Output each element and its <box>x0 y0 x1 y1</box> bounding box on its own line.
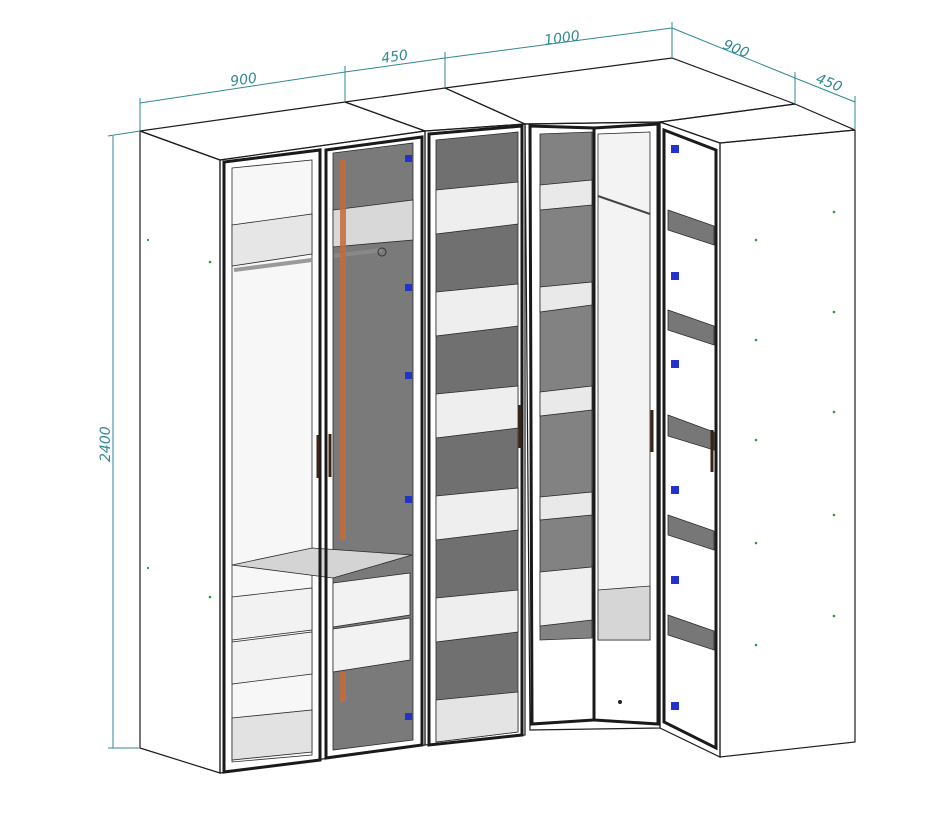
hinge-icon <box>405 155 412 162</box>
dimension-lines <box>107 22 856 749</box>
hinge-icon <box>671 145 679 153</box>
door-right-open[interactable] <box>662 127 718 751</box>
dim-label-450-top: 450 <box>380 47 409 67</box>
hinge-icon <box>671 576 679 584</box>
hinge-icon <box>671 486 679 494</box>
drawer <box>231 587 313 641</box>
section-middle-shelves <box>424 123 526 747</box>
door-left-b[interactable] <box>324 135 424 760</box>
hinge-icon <box>671 272 679 280</box>
hinge-icon <box>405 372 412 379</box>
hinge-icon <box>405 713 412 720</box>
door-left-a[interactable] <box>222 148 322 774</box>
right-side-panel <box>719 129 856 758</box>
hinge-icon <box>405 496 412 503</box>
drawer <box>332 572 411 628</box>
rail-strip <box>340 160 346 540</box>
hinges-middle <box>405 155 412 720</box>
dim-label-900-side: 900 <box>721 37 752 62</box>
door-corner-b[interactable] <box>592 122 660 726</box>
dim-label-1000: 1000 <box>543 28 581 49</box>
left-side-panel <box>139 130 221 774</box>
section-right-door <box>659 121 721 758</box>
dim-label-2400: 2400 <box>98 426 114 462</box>
drawer <box>332 617 411 673</box>
dim-label-900: 900 <box>229 70 258 90</box>
hinge-icon <box>671 360 679 368</box>
dimension-labels: 900 450 1000 900 450 2400 <box>98 28 844 462</box>
hinge-icon <box>405 284 412 291</box>
door-middle[interactable] <box>427 124 524 747</box>
section-left-hanging <box>219 130 426 774</box>
hinges-right <box>671 145 679 710</box>
drawer <box>231 631 313 685</box>
section-corner <box>524 121 661 731</box>
hinge-icon <box>671 702 679 710</box>
